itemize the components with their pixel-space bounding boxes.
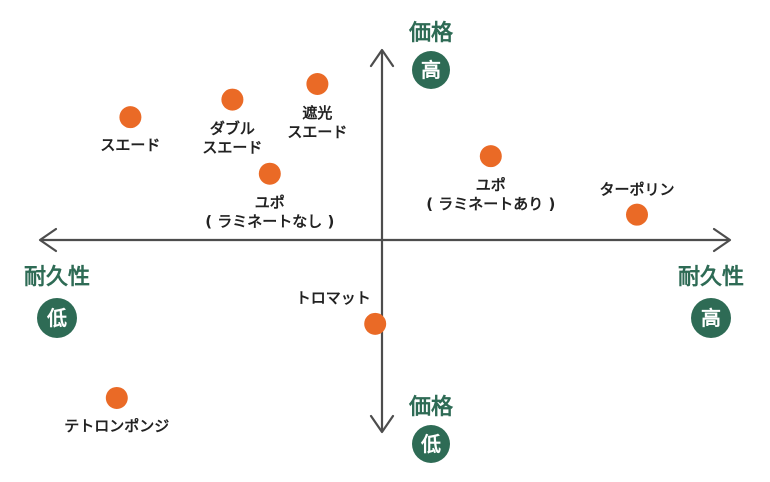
data-point xyxy=(221,88,244,111)
y-axis-bottom-arrow xyxy=(369,414,395,434)
data-point-label: ユポ xyxy=(476,176,506,194)
data-point-label: スエード xyxy=(100,136,160,154)
data-point-label: ユポ xyxy=(255,194,285,212)
data-point-label: ( ラミネートあり ) xyxy=(426,195,555,213)
x-axis-left-arrow xyxy=(38,227,58,253)
x-axis-low-label: 低 xyxy=(46,306,67,330)
data-point xyxy=(364,312,387,335)
y-axis-high-label: 高 xyxy=(421,58,441,82)
data-point-label: トロマット xyxy=(296,289,371,307)
y-axis-low-label: 低 xyxy=(420,432,441,456)
y-axis-top-arrow xyxy=(369,48,395,68)
y-axis-title-bottom: 価格 xyxy=(408,394,454,420)
data-point-label: 遮光 xyxy=(302,104,332,122)
x-axis-high-badge xyxy=(691,298,731,338)
x-axis-high-label: 高 xyxy=(701,306,721,330)
x-axis-low-badge xyxy=(37,298,77,338)
y-axis-high-badge xyxy=(412,51,450,89)
data-point-label: ダブル xyxy=(210,120,255,138)
data-point xyxy=(105,386,128,409)
x-axis-title-left: 耐久性 xyxy=(24,264,90,290)
data-point-label: スエード xyxy=(202,139,262,157)
data-point-label: スエード xyxy=(287,123,347,141)
data-point xyxy=(626,203,648,226)
data-point-label: テトロンポンジ xyxy=(64,417,169,435)
data-point xyxy=(119,106,142,129)
data-point xyxy=(306,73,329,95)
data-point xyxy=(258,162,281,185)
x-axis-right-arrow xyxy=(712,227,732,253)
y-axis-low-badge xyxy=(412,425,450,463)
data-point xyxy=(479,145,502,168)
y-axis-title-top: 価格 xyxy=(408,20,454,46)
data-point-label: ターポリン xyxy=(599,181,674,199)
x-axis-title-right: 耐久性 xyxy=(678,264,744,290)
data-point-label: ( ラミネートなし ) xyxy=(205,213,334,231)
